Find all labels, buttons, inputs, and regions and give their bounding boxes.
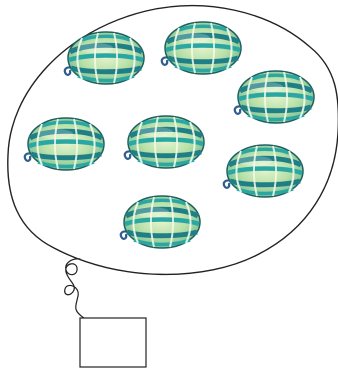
watermelon-icon: [224, 145, 303, 197]
balloon-string: [65, 259, 84, 318]
watermelon-icon: [121, 196, 200, 248]
answer-box[interactable]: [80, 318, 146, 367]
watermelon-icon: [25, 118, 104, 170]
watermelon-icon: [162, 22, 241, 74]
watermelon-icon: [125, 116, 204, 168]
watermelon-icon: [65, 32, 144, 84]
watermelon-icon: [235, 71, 314, 123]
